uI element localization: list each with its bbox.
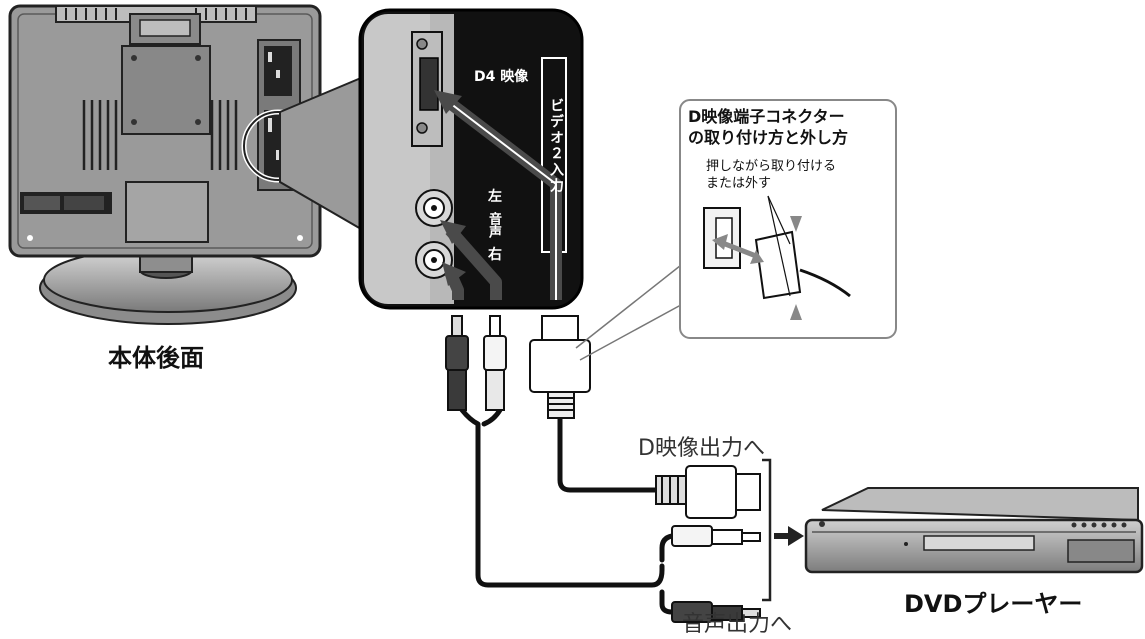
dvd-player-label: DVDプレーヤー bbox=[904, 590, 1083, 618]
input-panel-zoom bbox=[358, 8, 584, 310]
d-terminal-plug-top bbox=[529, 315, 591, 419]
insert-arrows bbox=[434, 90, 562, 300]
rca-plugs-top bbox=[445, 315, 507, 411]
video2-input-label: ビデオ２入力 bbox=[548, 98, 564, 194]
audio-right-label: 右 bbox=[488, 247, 502, 263]
connector-howto-callout bbox=[575, 99, 897, 361]
callout-title-1: D映像端子コネクター bbox=[688, 107, 845, 126]
audio-left-label: 左 bbox=[488, 189, 502, 205]
output-bracket bbox=[762, 458, 804, 602]
d4-video-label: D4 映像 bbox=[474, 69, 529, 85]
rear-view-label: 本体後面 bbox=[108, 344, 204, 372]
callout-title-2: の取り付け方と外し方 bbox=[688, 128, 849, 147]
audio-word-label: 音声 bbox=[486, 212, 501, 238]
dvd-player-illustration bbox=[804, 487, 1144, 574]
cables bbox=[459, 407, 675, 615]
callout-note-1: 押しながら取り付ける bbox=[706, 159, 837, 174]
callout-note-2: または外す bbox=[706, 176, 772, 191]
d-terminal-plug-bottom bbox=[655, 465, 761, 519]
tv-rear-illustration bbox=[8, 4, 322, 325]
rca-plugs-bottom bbox=[671, 525, 761, 623]
d-video-output-label: D映像出力へ bbox=[638, 436, 765, 461]
audio-output-label: 音声出力へ bbox=[682, 612, 793, 637]
